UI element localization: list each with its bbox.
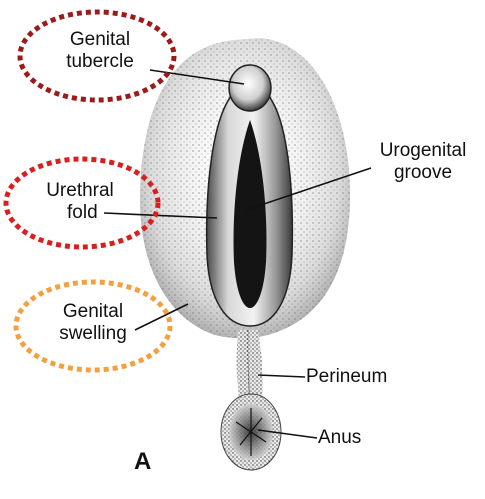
panel-letter: A bbox=[134, 448, 151, 476]
label-genital-tubercle: Genital tubercle bbox=[50, 29, 150, 73]
label-perineum: Perineum bbox=[306, 366, 387, 388]
label-anus: Anus bbox=[318, 427, 361, 449]
label-urethral-fold: Urethral fold bbox=[30, 180, 130, 224]
label-genital-swelling: Genital swelling bbox=[43, 301, 143, 345]
leader-perineum bbox=[258, 375, 305, 377]
genital-tubercle-shape bbox=[229, 65, 271, 111]
label-urogenital-groove: Urogenital groove bbox=[368, 140, 478, 184]
